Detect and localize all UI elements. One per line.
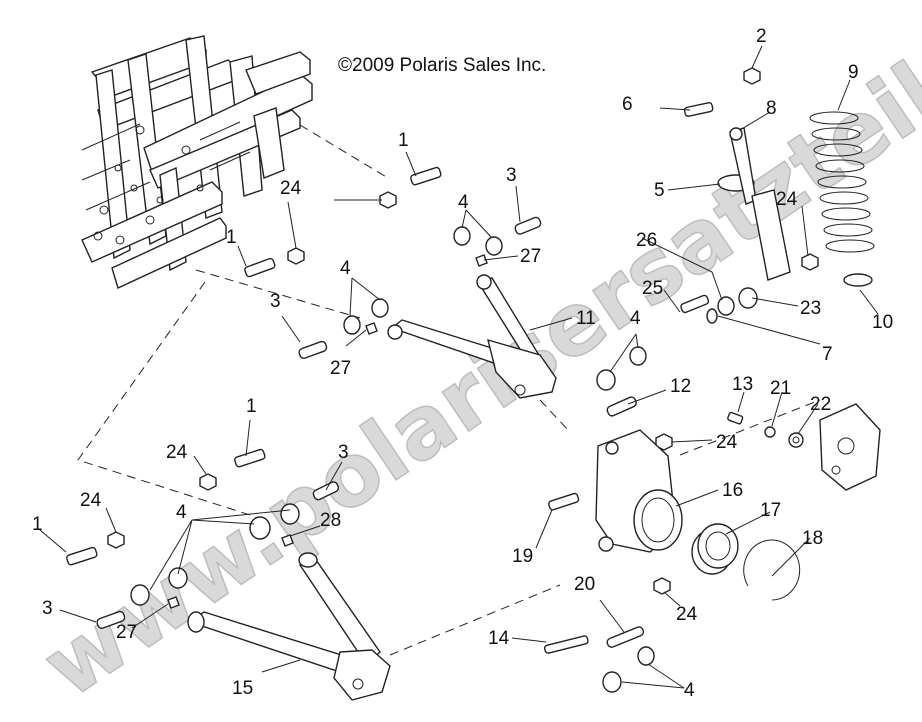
callout-label: 23 bbox=[800, 298, 821, 319]
callout-label: 14 bbox=[488, 628, 510, 649]
coil-spring bbox=[809, 111, 875, 287]
callout-label: 21 bbox=[770, 378, 791, 399]
callout-label: 28 bbox=[320, 510, 341, 531]
wheel-bearing bbox=[691, 523, 739, 575]
bearing-carrier bbox=[595, 429, 683, 553]
assembly-dash-lines bbox=[77, 124, 821, 656]
frame-section-illustration bbox=[81, 35, 313, 289]
callout-label: 12 bbox=[670, 376, 691, 397]
callout-label: 20 bbox=[574, 574, 595, 595]
brake-caliper-bracket bbox=[819, 403, 881, 491]
callout-label: 1 bbox=[32, 514, 43, 535]
callout-label: 11 bbox=[576, 308, 596, 329]
callout-label: 3 bbox=[270, 291, 281, 312]
snap-ring bbox=[743, 539, 801, 601]
callout-label: 4 bbox=[684, 680, 695, 701]
callout-label: 13 bbox=[732, 374, 753, 395]
callout-label: 10 bbox=[872, 312, 893, 333]
leader-lines bbox=[39, 45, 879, 689]
callout-label: 25 bbox=[642, 278, 663, 299]
callout-label: 24 bbox=[676, 604, 698, 625]
callout-label: 9 bbox=[848, 62, 859, 83]
callout-label: 27 bbox=[520, 246, 541, 267]
callout-label: 24 bbox=[166, 442, 188, 463]
callout-label: 7 bbox=[822, 344, 833, 365]
callout-label: 22 bbox=[810, 394, 831, 415]
callout-label: 6 bbox=[622, 94, 633, 115]
callout-label: 8 bbox=[766, 98, 777, 119]
callout-label: 24 bbox=[776, 189, 798, 210]
callout-label: 3 bbox=[338, 442, 349, 463]
callout-label: 1 bbox=[226, 227, 237, 248]
shock-absorber bbox=[729, 127, 791, 281]
callout-label: 24 bbox=[280, 178, 302, 199]
callout-label: 4 bbox=[176, 502, 187, 523]
callout-label: 26 bbox=[636, 230, 657, 251]
callout-label: 4 bbox=[630, 308, 641, 329]
callout-label: 3 bbox=[42, 598, 53, 619]
callout-numbers: 1 1 1 1 2 3 3 3 3 4 4 4 4 4 5 6 7 8 9 10… bbox=[32, 26, 893, 701]
callout-label: 4 bbox=[458, 192, 469, 213]
callout-label: 19 bbox=[512, 546, 533, 567]
callout-label: 4 bbox=[340, 258, 351, 279]
lower-control-arm bbox=[187, 552, 391, 701]
callout-label: 18 bbox=[802, 528, 823, 549]
callout-label: 5 bbox=[654, 180, 665, 201]
callout-label: 16 bbox=[722, 480, 743, 501]
callout-label: 15 bbox=[232, 678, 253, 699]
callout-label: 2 bbox=[756, 26, 767, 47]
callout-label: 24 bbox=[80, 490, 102, 511]
copyright-text: ©2009 Polaris Sales Inc. bbox=[338, 55, 546, 76]
callout-label: 24 bbox=[716, 432, 738, 453]
callout-label: 17 bbox=[760, 500, 781, 521]
callout-label: 1 bbox=[398, 130, 409, 151]
upper-control-arm bbox=[387, 274, 557, 399]
callout-label: 3 bbox=[506, 165, 517, 186]
callout-label: 27 bbox=[330, 358, 351, 379]
callout-label: 1 bbox=[246, 396, 257, 417]
callout-label: 27 bbox=[116, 622, 137, 643]
